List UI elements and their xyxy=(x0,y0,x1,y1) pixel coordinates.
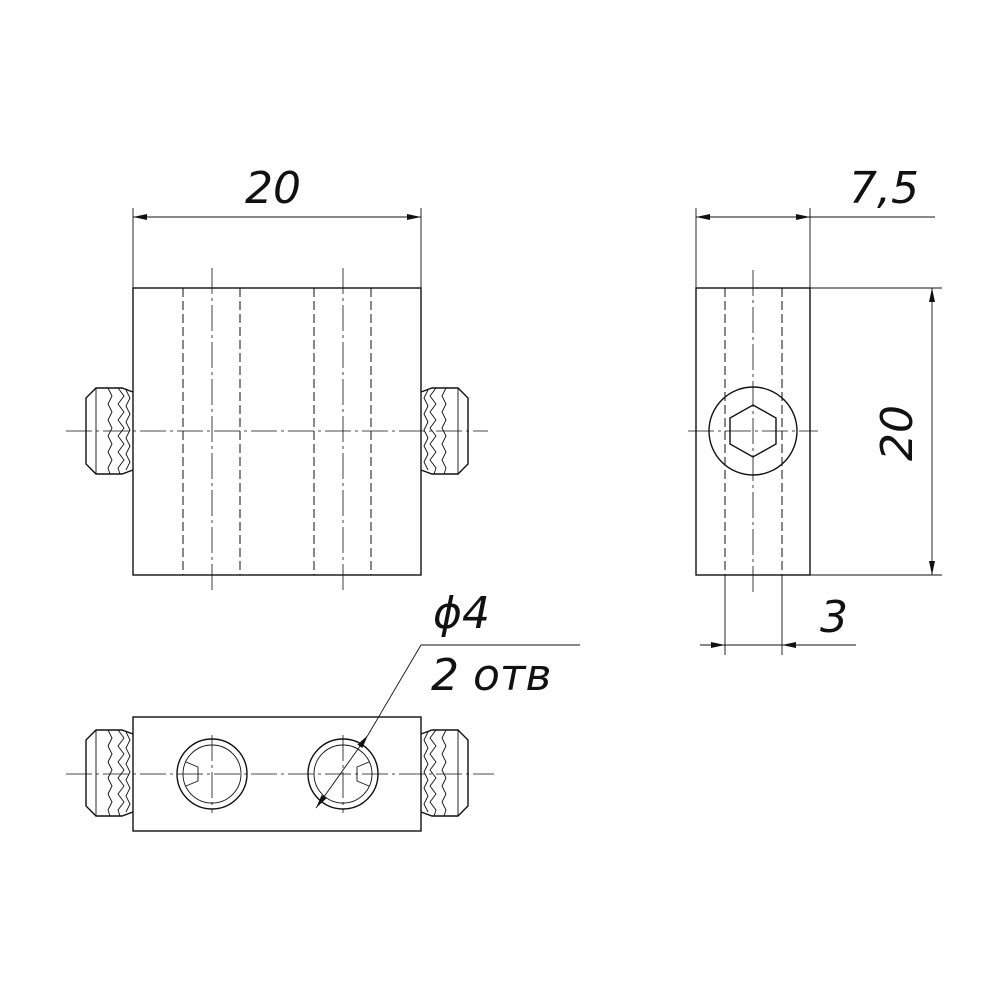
right-set-screw xyxy=(420,387,469,475)
side-view: 7,5 20 3 xyxy=(688,163,942,655)
screw-head-circle xyxy=(708,386,798,476)
through-hole xyxy=(176,738,248,810)
front-center-lines xyxy=(66,268,488,592)
front-block-body xyxy=(132,287,422,576)
front-width-label: 20 xyxy=(245,163,301,214)
side-height-label: 20 xyxy=(872,405,923,461)
hidden-bores xyxy=(182,288,372,575)
top-left-set-screw xyxy=(85,729,134,817)
side-width-dimension: 7,5 xyxy=(695,163,935,288)
front-view: 20 xyxy=(66,163,488,592)
top-view: ϕ4 2 отв xyxy=(66,588,580,832)
front-width-dimension: 20 xyxy=(132,163,422,288)
top-right-set-screw xyxy=(420,729,469,817)
hole-callout: ϕ4 2 отв xyxy=(315,588,580,809)
side-height-dimension: 20 xyxy=(810,287,942,576)
offset-dimension: 3 xyxy=(700,575,856,655)
hole-count-label: 2 отв xyxy=(431,650,551,701)
offset-label: 3 xyxy=(820,592,848,643)
hole-diameter-label: ϕ4 xyxy=(433,588,490,639)
left-set-screw xyxy=(85,387,134,475)
hex-socket-icon xyxy=(729,404,777,458)
side-width-label: 7,5 xyxy=(849,163,919,214)
